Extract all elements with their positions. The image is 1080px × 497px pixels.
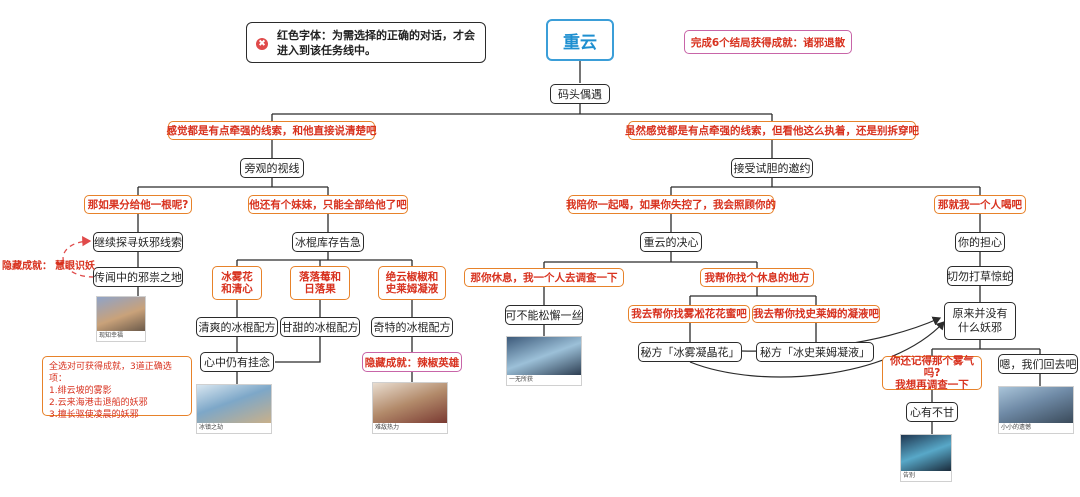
node-bystander: 旁观的视线: [240, 158, 304, 178]
thumb-caption: 告别: [903, 472, 916, 479]
thumb-ending-1: 现知幸福: [96, 296, 146, 342]
thumb-ending-2: 一无所获: [506, 336, 582, 386]
node-continue-search: 继续探寻妖邪线索: [93, 232, 183, 252]
ending-image: [197, 385, 271, 423]
node-accept-invite: 接受试胆的邀约: [731, 158, 813, 178]
option-rest-alone: 那你休息，我一个人去调查一下: [464, 268, 624, 287]
thumb-ending-5: 小小的遗憾: [998, 386, 1074, 434]
thumb-caption: 现知幸福: [99, 332, 124, 339]
ending-image: [97, 297, 145, 331]
node-sweet-recipe: 甘甜的冰棍配方: [280, 317, 360, 337]
achievement-all-endings: 完成6个结局获得成就：诸邪退散: [684, 30, 852, 54]
node-resolve: 重云的决心: [640, 232, 702, 252]
option-ice-mint: 冰雾花 和清心: [212, 266, 262, 300]
achievement-note: 全选对可获得成就，3道正确选项： 1.绯云坡的雾影 2.云来海港击退船的妖邪 3…: [42, 356, 192, 420]
node-still-attached: 心中仍有挂念: [200, 352, 274, 372]
thumb-caption: 难敌热力: [375, 424, 400, 431]
ending-image: [507, 337, 581, 375]
node-popsicle-alert: 冰棍库存告急: [292, 232, 364, 252]
ending-image: [999, 387, 1073, 423]
option-remember-mist: 你还记得那个雾气吗? 我想再调查一下: [882, 355, 982, 391]
thumb-ending-6: 告别: [900, 434, 952, 482]
option-share: 那如果分给他一根呢?: [84, 195, 192, 214]
thumb-caption: 小小的遗憾: [1001, 424, 1032, 431]
thumb-caption: 冰镇之劫: [199, 424, 224, 431]
option-mist-flower: 我去帮你找雾凇花花蜜吧: [628, 305, 750, 323]
option-spice: 绝云椒椒和 史莱姆凝液: [378, 266, 446, 300]
thumb-ending-3: 冰镇之劫: [196, 384, 272, 434]
node-recipe-mist: 秘方「冰雾凝晶花」: [638, 342, 742, 362]
node-cannot-lax: 可不能松懈一丝: [505, 305, 583, 325]
option-go-alone: 那就我一个人喝吧: [934, 195, 1026, 214]
achievement-name: 慧眼识妖: [55, 261, 95, 272]
ending-image: [901, 435, 951, 471]
node-go-back: 嗯，我们回去吧: [998, 354, 1078, 374]
option-tell-directly: 感觉都是有点牵强的线索，和他直接说清楚吧: [167, 121, 377, 140]
option-find-rest: 我帮你找个休息的地方: [700, 268, 814, 287]
red-circle-icon: ✖: [256, 38, 268, 50]
node-recipe-slime: 秘方「冰史莱姆凝液」: [756, 342, 874, 362]
option-dont-expose: 虽然感觉都是有点牵强的线索，但看他这么执着，还是别拆穿吧: [625, 121, 919, 140]
node-refresh-recipe: 清爽的冰棍配方: [196, 317, 278, 337]
node-dock: 码头偶遇: [550, 84, 610, 104]
node-legend-place: 传闻中的邪祟之地: [93, 267, 183, 287]
option-sister: 他还有个妹妹，只能全部给他了吧: [248, 195, 408, 214]
thumb-caption: 一无所获: [509, 376, 534, 383]
thumb-ending-4: 难敌热力: [372, 382, 448, 434]
option-slime: 我去帮你找史莱姆的凝液吧: [752, 305, 880, 323]
ending-image: [373, 383, 447, 423]
achievement-keen-eye: 隐藏成就：慧眼识妖: [2, 257, 95, 272]
achievement-spicy-hero: 隐藏成就：辣椒英雄: [362, 352, 462, 372]
achievement-prefix: 隐藏成就：: [2, 261, 52, 272]
node-odd-recipe: 奇特的冰棍配方: [371, 317, 453, 337]
option-accompany: 我陪你一起喝，如果你失控了，我会照顾你的: [566, 195, 776, 214]
node-no-demon: 原来并没有什么妖邪: [944, 302, 1016, 340]
node-your-worry: 你的担心: [955, 232, 1005, 252]
node-unwilling: 心有不甘: [906, 402, 958, 422]
character-title: 重云: [546, 19, 614, 61]
legend-box: ✖ 红色字体：为需选择的正确的对话，才会进入到该任务线中。: [246, 22, 486, 63]
option-berry: 落落莓和 日落果: [290, 266, 350, 300]
legend-text: 红色字体：为需选择的正确的对话，才会进入到该任务线中。: [277, 29, 475, 57]
node-no-rush: 切勿打草惊蛇: [947, 266, 1013, 286]
